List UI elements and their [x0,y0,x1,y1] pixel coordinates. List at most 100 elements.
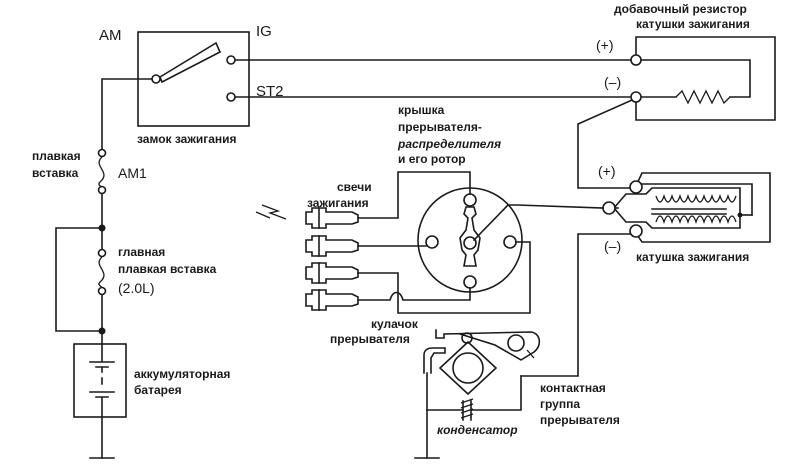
main-fuse-terminal-bottom [97,286,107,296]
wire-resistor-to-coil-plus [577,98,634,189]
switch-terminal-st2-label: ST2 [256,83,284,100]
spark-icon-2 [255,211,271,219]
spark-plug-2 [305,235,359,257]
battery-cell-2-icon [89,391,115,398]
main-fuse-label-line1: главная [118,245,165,259]
rotor-arm-wire [472,203,510,242]
coil-primary-winding-icon [655,193,737,203]
battery-box [73,343,127,418]
main-fuse: главная плавкая вставка (2.0L) [97,227,217,332]
spark-plug-3-body [305,262,359,284]
coil-minus-label: (–) [604,238,621,254]
fuse-am1-label-line2: вставка [32,166,79,180]
wire-plug-1 [357,171,471,219]
coil-winding-top [655,193,737,203]
contact-group-label-line1: контактная [540,381,606,395]
coil-winding-bottom [655,215,737,225]
spark-plugs-label-line1: свечи [337,180,372,194]
main-fuse-label-line2: плавкая вставка [118,262,217,276]
main-fuse-rating: (2.0L) [118,280,155,296]
coil-secondary-winding-icon [655,215,737,225]
fuse-am1-terminal-top [97,148,107,158]
distributor: крышка прерывателя- распределителя и его… [397,103,523,293]
battery-label-line2: батарея [134,383,182,397]
wire-coil-minus-to-breaker [520,233,631,377]
coil-plus-label: (+) [598,163,616,179]
switch-terminal-am [151,74,161,84]
spark-plugs: свечи зажигания [255,180,372,311]
ignition-switch: AM IG ST2 замок зажигания [99,23,284,146]
coil-terminal-minus [629,224,643,238]
fuse-am1-label-line1: плавкая [32,149,81,163]
resistor-internal-wire [635,59,751,98]
contact-group-label-line2: группа [540,397,580,411]
wire-breaker-to-condenser [470,375,522,411]
cap-terminal-left [425,235,439,249]
wire-plug-3 [357,241,531,314]
switch-terminal-am-label: AM [99,27,122,44]
breaker-cam-label-line1: кулачок [371,317,419,331]
switch-lever-icon [159,41,222,84]
condenser-label: конденсатор [437,423,518,437]
spark-plug-1-body [305,207,359,229]
resistor-terminal-plus [630,54,642,66]
battery: аккумуляторная батарея [73,330,230,459]
distributor-rotor-icon [459,206,481,267]
resistor-label-line1: добавочный резистор [614,2,747,16]
cap-terminal-right [503,235,517,249]
resistor-label-line2: катушки зажигания [636,17,750,31]
spark-plug-4-body [305,289,359,311]
wire-distributor-to-coil-hv [507,204,604,209]
fuse-am1-terminal-bottom [97,185,107,195]
ballast-resistor: добавочный резистор катушки зажигания (+… [596,2,776,121]
breaker-rubbing-block [461,332,473,344]
fuse-am1-link-icon [98,156,105,191]
resistor-plus-label: (+) [596,37,614,53]
fuse-am1: плавкая вставка AM1 [32,148,147,195]
resistor-zigzag-icon [675,89,731,105]
condenser-hatch [460,398,474,419]
battery-cell-1-icon [89,361,115,368]
breaker-cam-shaft [452,352,484,384]
spark-plug-4 [305,289,359,311]
spark-plug-3 [305,262,359,284]
wire-am-to-fuse [101,78,153,151]
cap-terminal-bottom [463,275,477,289]
ignition-coil: (+) (–) катушка зажигания [598,163,771,264]
spark-plugs-label-line2: зажигания [307,196,369,210]
resistor-minus-label: (–) [604,74,621,90]
coil-label: катушка зажигания [636,250,749,264]
breaker-spring [526,349,535,359]
breaker-pivot [507,334,525,352]
contact-group-label-line3: прерывателя [540,413,620,427]
breaker-cam-label-line2: прерывателя [330,332,410,346]
wire-plug-4 [357,287,471,301]
distributor-label-line3: распределителя [397,137,501,151]
battery-label-line1: аккумуляторная [134,367,230,381]
switch-terminal-st2 [226,92,236,102]
fuse-am1-id: AM1 [118,165,147,181]
coil-outer-box [633,172,771,243]
condenser: конденсатор [437,398,518,437]
distributor-label-line4: и его ротор [398,152,466,166]
coil-core-icon [651,208,727,215]
ignition-switch-label: замок зажигания [137,132,237,146]
spark-plug-2-body [305,235,359,257]
breaker-fixed-contact [423,347,446,374]
coil-inner-wire-top [639,183,753,216]
breaker-contact-arm [435,329,541,361]
distributor-label-line1: крышка [398,103,445,117]
coil-terminal-plus [629,180,643,194]
main-fuse-link-icon [98,256,105,291]
wire-bypass-loop [55,227,103,332]
switch-terminal-ig [226,55,236,65]
cap-terminal-top [463,193,477,207]
spark-plug-1 [305,207,359,229]
coil-terminal-hv [602,201,616,215]
spark-icon [261,204,287,220]
breaker-assembly: кулачок прерывателя [330,317,541,396]
main-fuse-terminal-top [97,248,107,258]
distributor-label-line2: прерывателя- [398,120,482,134]
resistor-terminal-minus [630,91,642,103]
